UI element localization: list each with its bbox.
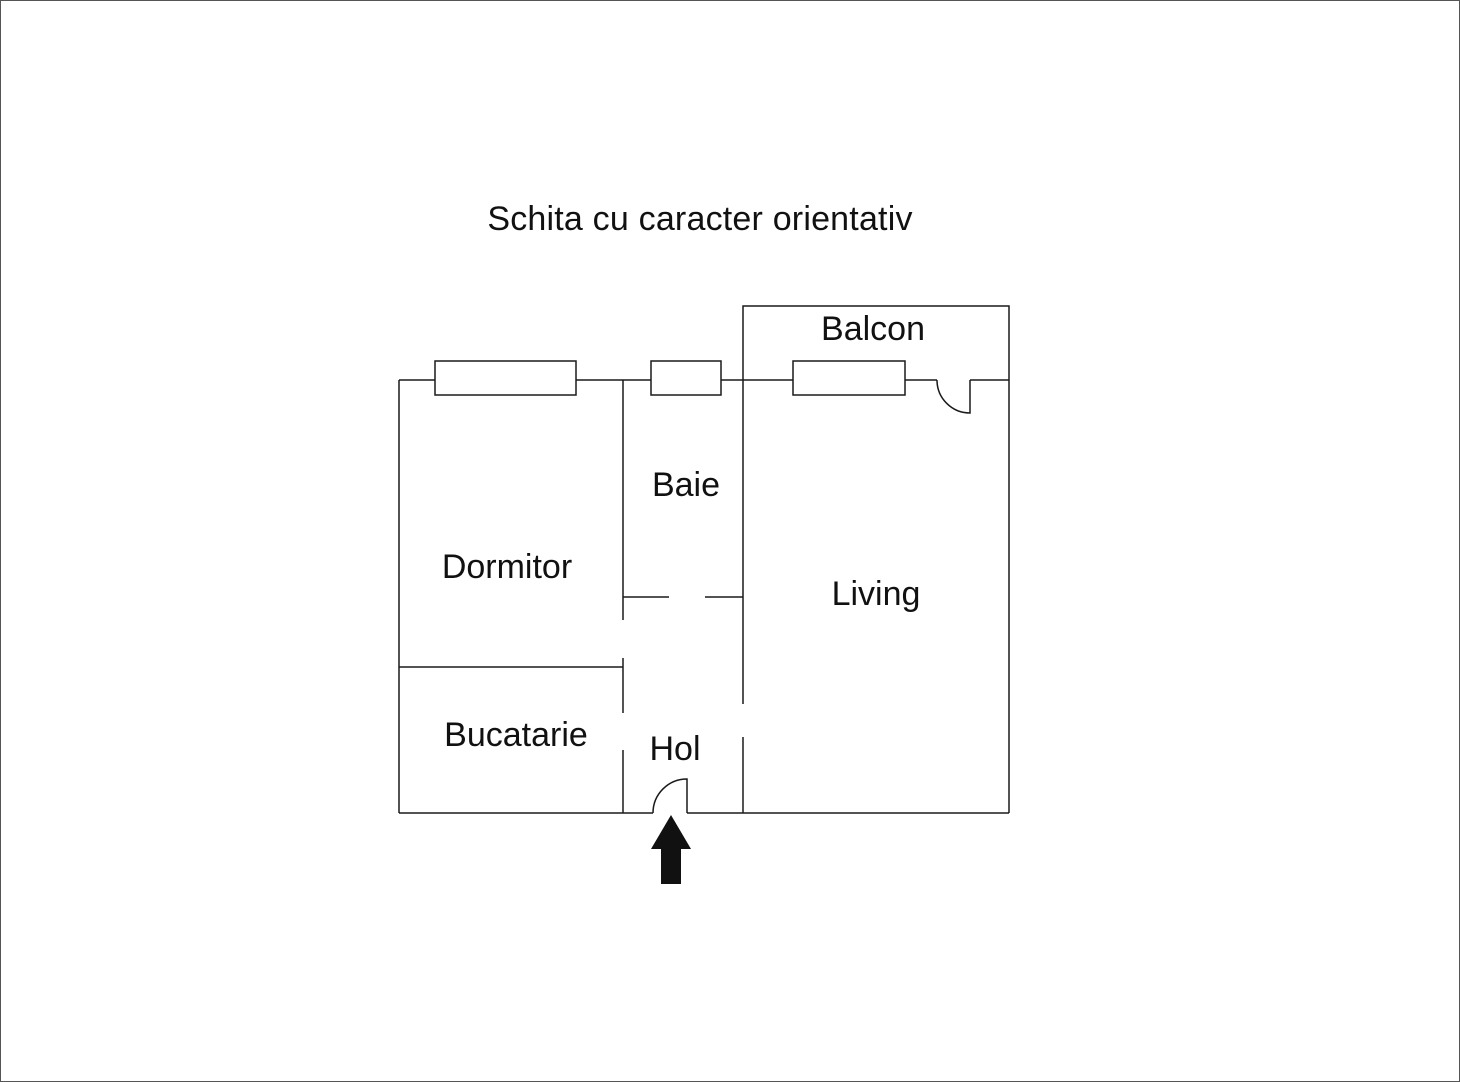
diagram-title: Schita cu caracter orientativ — [487, 200, 913, 238]
window-dormitor — [434, 360, 577, 396]
label-baie: Baie — [652, 466, 720, 504]
entrance-arrow-icon — [651, 815, 691, 884]
balcony-door — [936, 379, 971, 414]
label-balcon: Balcon — [821, 310, 925, 348]
label-bucatarie: Bucatarie — [444, 716, 588, 754]
label-living: Living — [832, 575, 921, 613]
window-baie — [650, 360, 722, 396]
label-dormitor: Dormitor — [442, 548, 572, 586]
label-hol: Hol — [649, 730, 700, 768]
window-living — [792, 360, 906, 396]
entrance-door — [652, 778, 688, 814]
balcony-wall — [742, 305, 1010, 380]
